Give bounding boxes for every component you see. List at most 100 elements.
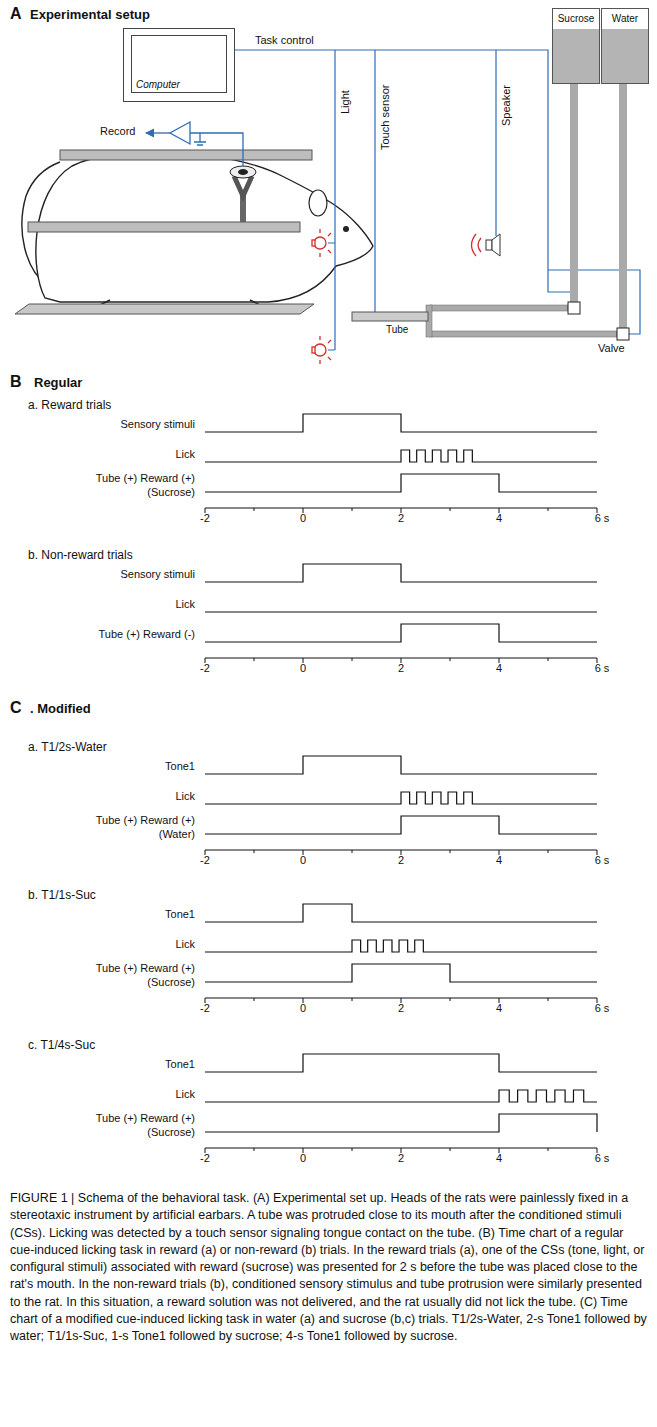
head-post [234,176,252,196]
axis-tick [548,1148,549,1151]
rat-body [22,152,373,306]
signal-label: Tone1 [165,760,195,773]
fluid-lines [619,84,627,328]
computer-box: Computer [123,28,235,102]
wire-label: Task control [255,34,314,47]
axis-tick-label: 4 [474,662,524,675]
speaker-symbol [472,234,482,256]
signal-label: Sensory stimuli [120,568,195,581]
fluid-lines [430,331,617,337]
axis-tick-label: 0 [278,662,328,675]
stereotaxic-frame [15,304,314,314]
signal-label: (Sucrose) [147,486,195,499]
signal-label: Tube (+) Reward (+) [96,962,195,975]
record-amplifier [190,133,243,166]
light-bulbs [320,229,331,257]
axis-tick [450,998,451,1001]
signal-trace [205,450,597,462]
axis-tick-label: 4 [474,1002,524,1015]
axis-tick [352,1148,353,1151]
axis-tick-label: 4 [474,1152,524,1165]
axis-tick-label: 6 s [577,1152,627,1165]
signal-trace [205,414,597,432]
signal-trace [205,1090,597,1102]
light-bulbs [312,240,315,246]
axis-tick [254,998,255,1001]
stereotaxic-frame [15,150,314,314]
axis-tick-label: -2 [180,1002,230,1015]
signal-label: Lick [175,598,195,611]
signal-label: Tone1 [165,1058,195,1071]
axis-tick-label: 0 [278,512,328,525]
signal-trace [205,564,597,582]
signal-trace [205,474,597,492]
axis-tick-label: 0 [278,1002,328,1015]
control-wires [495,50,496,236]
signal-label: Tone1 [165,908,195,921]
light-bulbs [312,347,315,353]
head-post [230,166,256,178]
light-bulbs [320,336,331,364]
axis-tick-label: 2 [376,1002,426,1015]
part-label: Tube [386,324,408,336]
axis-tick-label: 4 [474,512,524,525]
axis-tick [548,658,549,661]
control-wires [235,50,640,350]
axis-tick [450,850,451,853]
signal-trace [205,756,597,774]
fluid-lines [617,328,629,340]
signal-label: Lick [175,1088,195,1101]
axis-tick [548,850,549,853]
panel-title: Regular [34,375,82,391]
solution-tank: Sucrose [552,8,600,84]
panel-title: . Modified [30,701,91,717]
stereotaxic-frame [28,222,300,232]
trial-title: c. T1/4s-Suc [28,1038,95,1052]
axis-tick [450,1148,451,1151]
trial-title: a. T1/2s-Water [28,740,107,754]
node-label: Water [602,9,648,24]
axis-tick-label: -2 [180,854,230,867]
wire-label: Speaker [500,85,513,126]
signal-trace [205,1054,597,1072]
trial-title: a. Reward trials [28,398,111,412]
axis-tick [254,508,255,511]
solution-tank: Water [601,8,649,84]
signal-label: (Sucrose) [147,1126,195,1139]
trial-title: b. T1/1s-Suc [28,888,96,902]
axis-tick [548,998,549,1001]
speaker-symbol [486,240,492,250]
panel-letter: C [10,698,22,717]
fluid-lines [352,84,629,340]
signal-label: (Sucrose) [147,976,195,989]
light-bulbs [314,344,326,356]
timing-chart [205,904,597,1003]
panel-letter: B [10,372,22,391]
part-label: Valve [598,342,625,355]
signal-label: Tube (+) Reward (+) [96,472,195,485]
axis-tick [352,850,353,853]
axis-tick-label: -2 [180,512,230,525]
signal-label: Record [100,125,135,138]
signal-trace [205,1114,597,1132]
axis-tick [352,998,353,1001]
stereotaxic-frame [60,150,312,160]
node-label: Sucrose [553,9,599,24]
axis-tick-label: -2 [180,1152,230,1165]
speaker-symbol [472,234,501,256]
light-bulbs [314,237,326,249]
control-wires [328,50,335,350]
axis-tick [548,508,549,511]
fluid-lines [352,312,428,321]
signal-label: Lick [175,790,195,803]
signal-label: Lick [175,448,195,461]
fluid-lines [568,302,580,314]
axis-tick-label: 0 [278,854,328,867]
axis-tick [450,658,451,661]
axis-tick-label: 4 [474,854,524,867]
node-label: Computer [136,79,180,90]
record-amplifier [194,133,206,145]
record-amplifier [146,132,170,133]
rat-body [309,190,327,216]
